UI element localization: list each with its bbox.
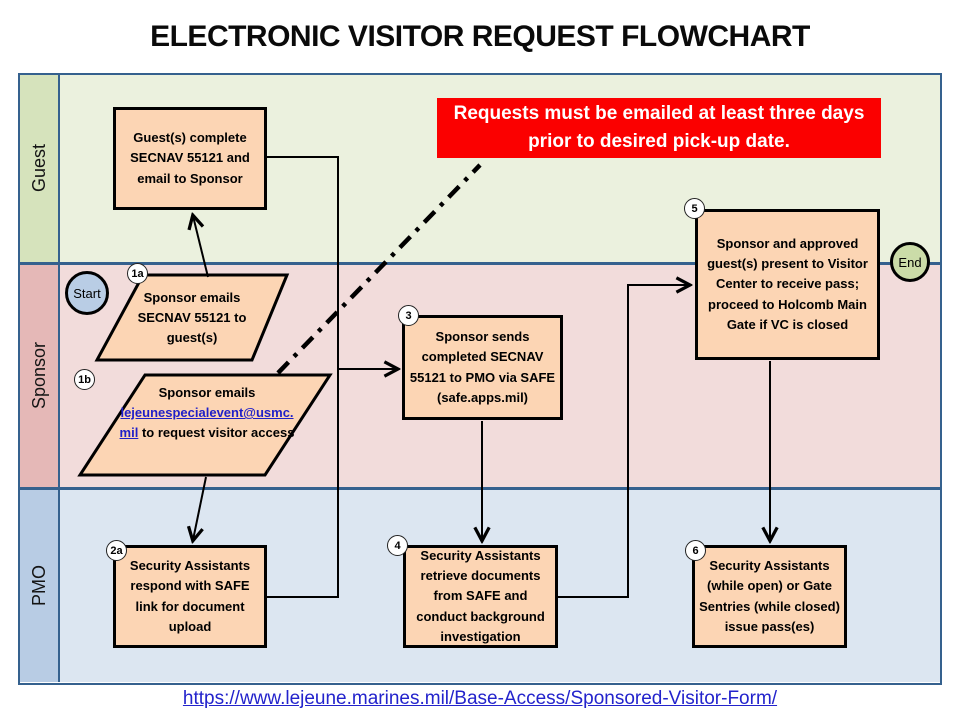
arrow-4-to-5 bbox=[558, 285, 689, 598]
process-step2a[interactable]: Security Assistants respond with SAFE li… bbox=[113, 545, 267, 648]
process-guest-complete[interactable]: Guest(s) complete SECNAV 55121 and email… bbox=[113, 107, 267, 210]
process-step1a-text[interactable]: Sponsor emails SECNAV 55121 to guest(s) bbox=[137, 289, 247, 346]
footer-link-wrap: https://www.lejeune.marines.mil/Base-Acc… bbox=[0, 688, 960, 710]
process-step5[interactable]: Sponsor and approved guest(s) present to… bbox=[695, 209, 880, 360]
start-terminator[interactable]: Start bbox=[65, 271, 109, 315]
step1b-email-link[interactable]: lejeunespecialevent@usmc.mil bbox=[119, 405, 294, 441]
callout-dashdot-line bbox=[276, 163, 482, 375]
parallelogram-step1a[interactable] bbox=[94, 273, 290, 362]
badge-step6: 6 bbox=[685, 540, 706, 561]
lane-guest-header: Guest bbox=[20, 75, 60, 262]
deadline-note-banner: Requests must be emailed at least three … bbox=[437, 98, 881, 158]
badge-step1a: 1a bbox=[127, 263, 148, 284]
badge-step2a: 2a bbox=[106, 540, 127, 561]
lane-sponsor-header: Sponsor bbox=[20, 265, 60, 487]
end-terminator[interactable]: End bbox=[890, 242, 930, 282]
page-title: ELECTRONIC VISITOR REQUEST FLOWCHART bbox=[150, 20, 810, 53]
badge-step5: 5 bbox=[684, 198, 705, 219]
process-step3[interactable]: Sponsor sends completed SECNAV 55121 to … bbox=[402, 315, 563, 420]
process-step4[interactable]: Security Assistants retrieve documents f… bbox=[403, 545, 558, 648]
step1b-text-after: to request visitor access bbox=[141, 425, 295, 441]
parallelogram-step1b[interactable] bbox=[77, 373, 333, 477]
arrow-1b-to-2a bbox=[193, 476, 207, 540]
step1b-text-before: Sponsor emails bbox=[158, 385, 256, 400]
badge-step3: 3 bbox=[398, 305, 419, 326]
arrow-1a-to-guest bbox=[193, 216, 209, 278]
sponsored-visitor-form-link[interactable]: https://www.lejeune.marines.mil/Base-Acc… bbox=[182, 688, 778, 709]
process-step1b-text[interactable]: Sponsor emails lejeunespecialevent@usmc.… bbox=[118, 383, 296, 471]
lane-pmo-header: PMO bbox=[20, 490, 60, 682]
badge-step1b: 1b bbox=[74, 369, 95, 390]
badge-step4: 4 bbox=[387, 535, 408, 556]
process-step6[interactable]: Security Assistants (while open) or Gate… bbox=[692, 545, 847, 648]
connector-guest-and-2a-loop bbox=[265, 156, 339, 598]
